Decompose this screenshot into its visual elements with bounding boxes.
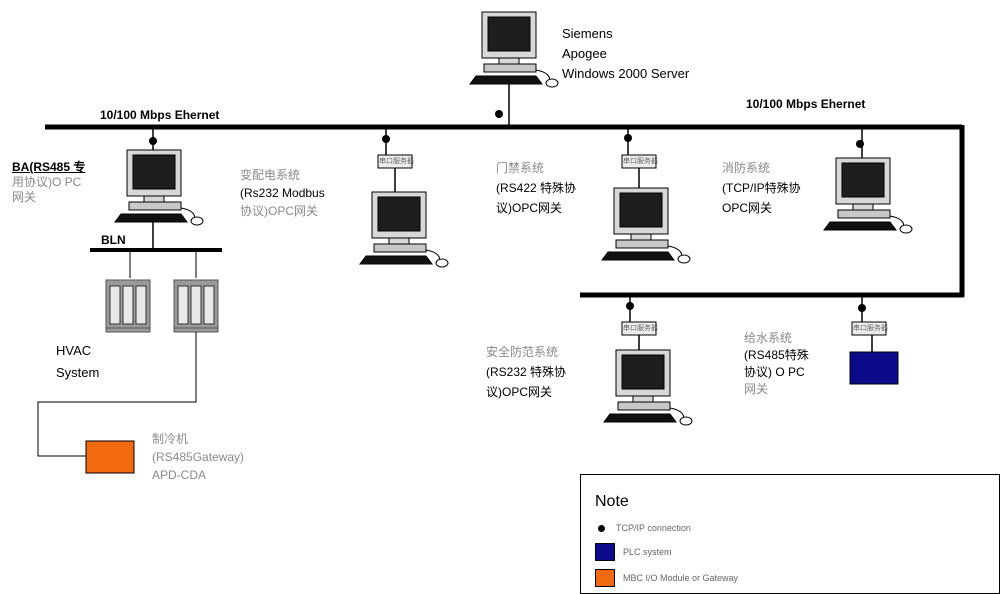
water-label-line: 协议) O PC — [744, 364, 809, 381]
legend-item-mbc: MBC I/O Module or Gateway — [595, 569, 738, 587]
converter-label-security: 串口服务器 — [623, 322, 658, 335]
converter-label-water: 串口服务器 — [853, 322, 888, 335]
ba-label-line: 用协议)O PC — [12, 175, 85, 190]
ba-label-line: BA(RS485 专 — [12, 160, 85, 174]
water-label-line: 网关 — [744, 381, 809, 398]
server-label-line: Windows 2000 Server — [562, 64, 689, 84]
bln-label: BLN — [101, 233, 126, 248]
legend-item-label: TCP/IP connection — [616, 523, 691, 533]
ba-computer — [115, 150, 203, 225]
server-computer — [470, 12, 558, 87]
chiller-label-line: 制冷机 — [152, 430, 244, 448]
security-computer — [604, 350, 692, 425]
converter-label-power: 串口服务器 — [379, 155, 414, 168]
fire-label-line: 消防系统 — [722, 158, 801, 178]
hvac-panel-2 — [174, 280, 218, 332]
legend-item-label: PLC system — [623, 547, 672, 557]
door-computer — [602, 188, 690, 263]
chiller-label-line: (RS485Gateway) — [152, 448, 244, 466]
legend: Note TCP/IP connection PLC system MBC I/… — [580, 474, 1000, 594]
converter-label-door: 串口服务器 — [623, 155, 658, 168]
door-label-line: 议)OPC网关 — [496, 198, 576, 218]
legend-item-plc: PLC system — [595, 543, 672, 561]
server-label-line: Apogee — [562, 44, 689, 64]
server-label: Siemens Apogee Windows 2000 Server — [562, 24, 689, 84]
hvac-label: HVAC System — [56, 340, 99, 384]
door-label-line: 门禁系统 — [496, 158, 576, 178]
power-computer — [360, 192, 448, 267]
water-plc — [850, 352, 898, 384]
ethernet-left-label: 10/100 Mbps Ehernet — [100, 108, 219, 123]
ba-label-line: 网关 — [12, 190, 85, 205]
hvac-panel-1 — [106, 280, 150, 332]
legend-item-tcpip: TCP/IP connection — [595, 519, 691, 537]
power-label-line: 协议)OPC网关 — [240, 202, 325, 220]
legend-title: Note — [595, 493, 629, 511]
legend-item-label: MBC I/O Module or Gateway — [623, 573, 738, 583]
chiller-label-line: APD-CDA — [152, 466, 244, 484]
power-label-line: (Rs232 Modbus — [240, 184, 325, 202]
blue-square-icon — [595, 543, 615, 561]
fire-label-line: (TCP/IP特殊协 — [722, 178, 801, 198]
hvac-label-line: System — [56, 362, 99, 384]
door-label: 门禁系统 (RS422 特殊协 议)OPC网关 — [496, 158, 576, 218]
door-label-line: (RS422 特殊协 — [496, 178, 576, 198]
chiller-gateway — [86, 441, 134, 473]
fire-label-line: OPC网关 — [722, 198, 801, 218]
dot-icon — [598, 525, 605, 532]
server-label-line: Siemens — [562, 24, 689, 44]
chiller-label: 制冷机 (RS485Gateway) APD-CDA — [152, 430, 244, 484]
server-connection-dot — [495, 110, 503, 118]
security-label-line: (RS232 特殊协 — [486, 362, 566, 382]
water-label-line: (RS485特殊 — [744, 347, 809, 364]
hvac-label-line: HVAC — [56, 340, 99, 362]
water-label-line: 给水系统 — [744, 330, 809, 347]
power-label-line: 变配电系统 — [240, 166, 325, 184]
ethernet-right-label: 10/100 Mbps Ehernet — [746, 97, 865, 112]
security-label-line: 安全防范系统 — [486, 342, 566, 362]
orange-square-icon — [595, 569, 615, 587]
fire-label: 消防系统 (TCP/IP特殊协 OPC网关 — [722, 158, 801, 218]
fire-computer — [824, 158, 912, 233]
water-label: 给水系统 (RS485特殊 协议) O PC 网关 — [744, 330, 809, 398]
security-label: 安全防范系统 (RS232 特殊协 议)OPC网关 — [486, 342, 566, 402]
ba-label: BA(RS485 专 用协议)O PC 网关 — [12, 160, 85, 205]
power-label: 变配电系统 (Rs232 Modbus 协议)OPC网关 — [240, 166, 325, 220]
security-label-line: 议)OPC网关 — [486, 382, 566, 402]
